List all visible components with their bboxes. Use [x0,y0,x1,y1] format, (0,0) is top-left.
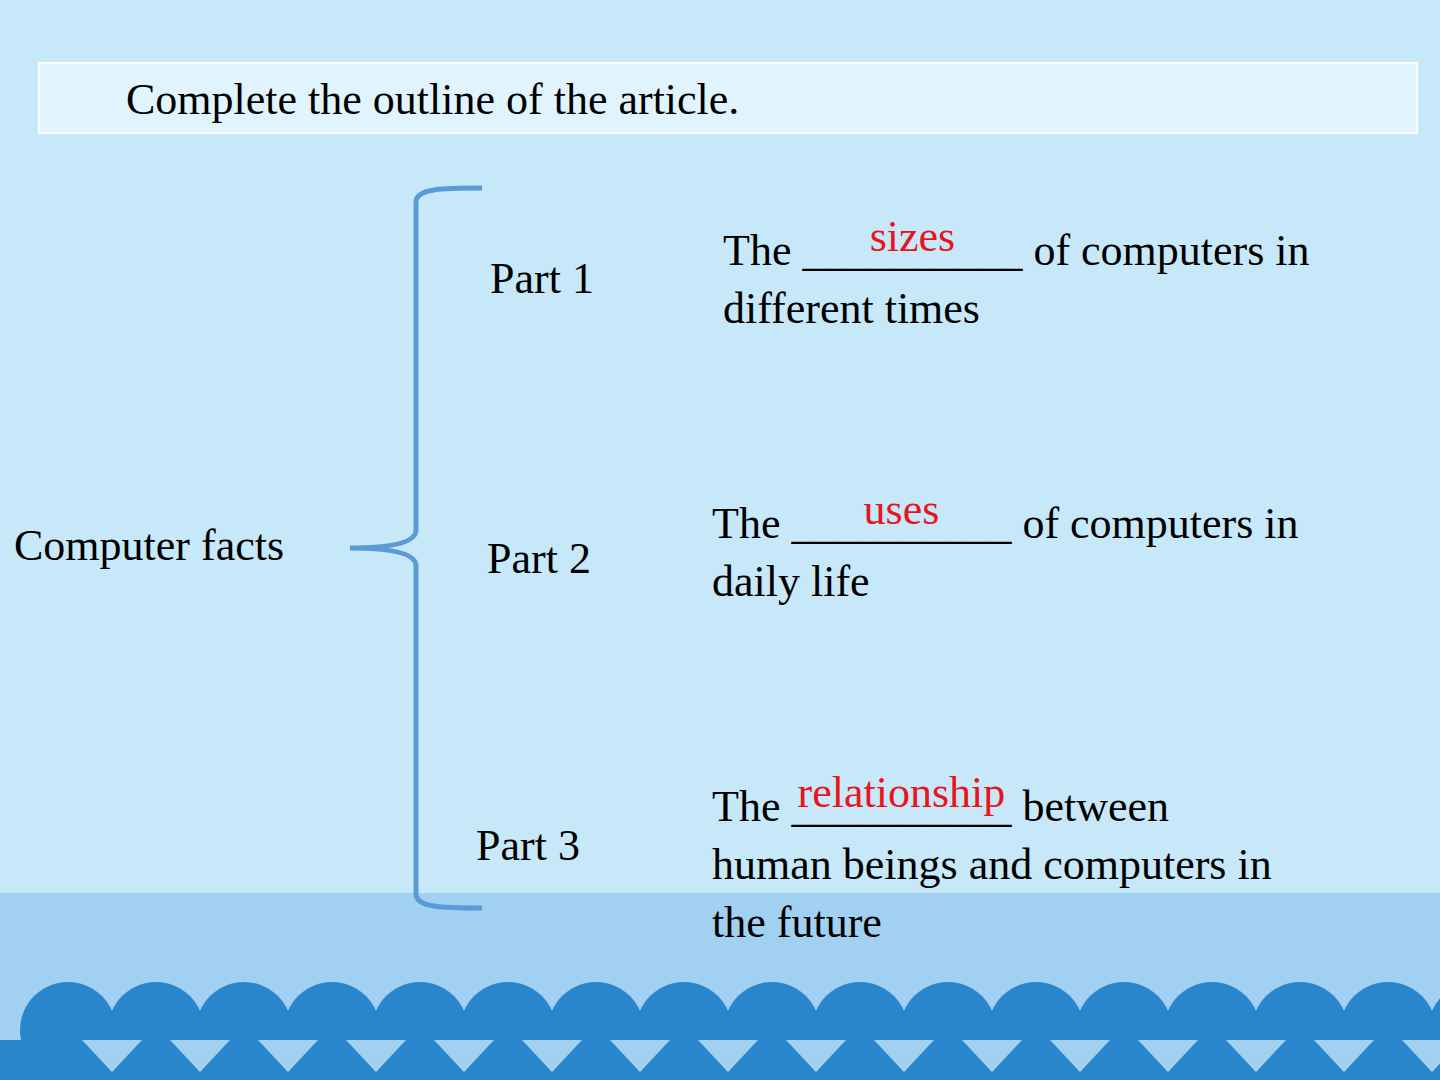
sentence-text: of computers in [1033,226,1309,275]
wave-notch [786,1040,846,1072]
wave-notch [1050,1040,1110,1072]
wave-notch [610,1040,670,1072]
outline-sentence: The __________sizes of computers indiffe… [723,222,1310,338]
answer-word: sizes [870,208,956,266]
sentence-line: human beings and computers in [712,836,1272,894]
wave-notch [962,1040,1022,1072]
answer-word: uses [864,481,940,539]
title-text: Complete the outline of the article. [126,76,739,124]
answer-blank: __________uses [791,495,1011,553]
part-label: Part 2 [487,534,591,584]
wave-notch [434,1040,494,1072]
wave-notch [1402,1040,1440,1072]
curly-bracket [350,188,482,908]
sentence-line: different times [723,280,1310,338]
sentence-text: The [723,226,791,275]
part-label: Part 1 [490,254,594,304]
bottom-band [0,893,1440,1080]
sentence-line: The __________uses of computers in [712,495,1299,553]
wave-notch [170,1040,230,1072]
sentence-text: different times [723,284,980,333]
outline-sentence: The __________relationship betweenhuman … [712,778,1272,952]
sentence-line: the future [712,894,1272,952]
wave-pattern [0,982,1440,1080]
sentence-text: The [712,782,780,831]
sentence-text: daily life [712,557,870,606]
answer-word: relationship [798,764,1006,822]
part-label: Part 3 [476,821,580,871]
sentence-text: The [712,499,780,548]
sentence-line: daily life [712,553,1299,611]
answer-blank: __________sizes [802,222,1022,280]
topic-label: Computer facts [14,521,284,571]
sentence-text: human beings and computers in [712,840,1272,889]
wave-base [0,1040,1440,1080]
wave-notch [346,1040,406,1072]
wave-notch [82,1040,142,1072]
sentence-line: The __________sizes of computers in [723,222,1310,280]
sentence-text: the future [712,898,882,947]
outline-sentence: The __________uses of computers indaily … [712,495,1299,611]
sentence-text: between [1022,782,1169,831]
wave-notch [698,1040,758,1072]
wave-notch [522,1040,582,1072]
sentence-line: The __________relationship between [712,778,1272,836]
wave-notch [1226,1040,1286,1072]
wave-notch [258,1040,318,1072]
wave-notch [1138,1040,1198,1072]
title-banner: Complete the outline of the article. [38,62,1418,134]
wave-notch [874,1040,934,1072]
wave-notch [1314,1040,1374,1072]
sentence-text: of computers in [1022,499,1298,548]
answer-blank: __________relationship [791,778,1011,836]
